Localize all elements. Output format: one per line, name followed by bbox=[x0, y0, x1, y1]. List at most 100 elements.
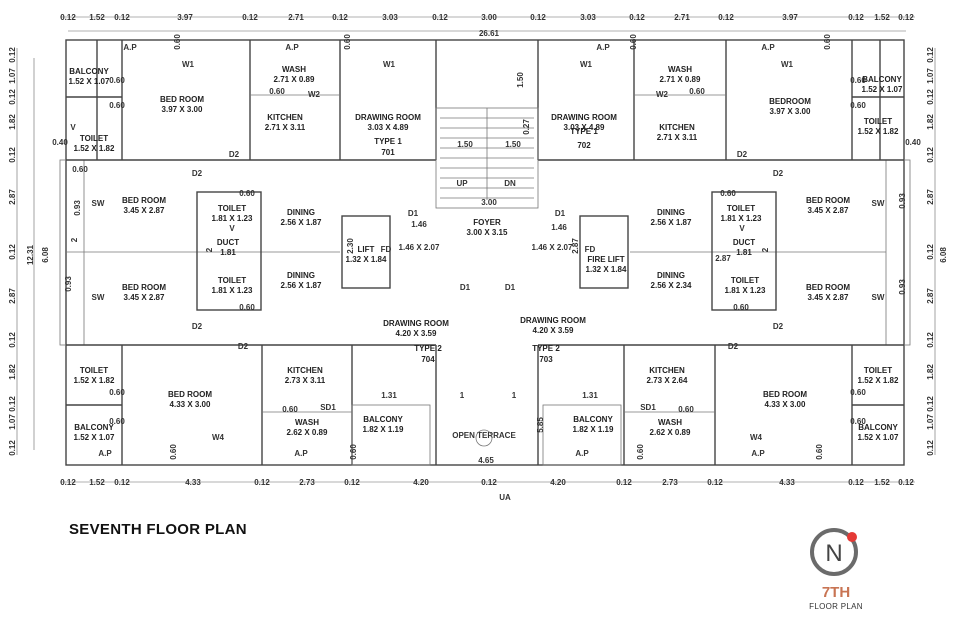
room-name: TOILET bbox=[727, 204, 755, 213]
room-size: 1.81 bbox=[220, 248, 236, 257]
unit-number: 703 bbox=[539, 355, 553, 364]
plan-mark: W4 bbox=[750, 433, 763, 442]
room-size: 2.71 X 0.89 bbox=[660, 75, 701, 84]
bottom-dimension: 1.52 bbox=[89, 478, 105, 487]
left-side-dimension: 0.12 bbox=[8, 47, 17, 63]
right-side-dimension: 0.12 bbox=[926, 89, 935, 105]
balcony-right bbox=[542, 404, 622, 466]
room-size: 2.56 X 1.87 bbox=[281, 281, 322, 290]
right-side-dimension: 1.82 bbox=[926, 364, 935, 380]
toilet-duct-block-right bbox=[711, 191, 777, 311]
room-size: 1.32 X 1.84 bbox=[586, 265, 627, 274]
plan-mark: OPEN TERRACE bbox=[452, 431, 516, 440]
top-dimension: 0.12 bbox=[114, 13, 130, 22]
room-name: KITCHEN bbox=[649, 366, 685, 375]
plan-mark: 2 bbox=[205, 247, 214, 252]
room-size: 4.20 X 3.59 bbox=[396, 329, 437, 338]
plan-mark: 0.27 bbox=[522, 119, 531, 135]
plan-mark: 0.60 bbox=[72, 165, 88, 174]
top-dimension: 0.12 bbox=[898, 13, 914, 22]
room-size: 1.52 X 1.82 bbox=[858, 127, 899, 136]
plan-mark: W1 bbox=[383, 60, 396, 69]
outer-wall bbox=[65, 39, 905, 466]
room-name: DRAWING ROOM bbox=[551, 113, 617, 122]
room-name: BALCONY bbox=[862, 75, 902, 84]
bottom-dimension: 0.12 bbox=[254, 478, 270, 487]
room-name: WASH bbox=[295, 418, 319, 427]
plan-mark: 2.87 bbox=[715, 254, 731, 263]
left-side-dimension: 1.07 bbox=[8, 68, 17, 84]
room-name: DRAWING ROOM bbox=[383, 319, 449, 328]
plan-mark: 0.60 bbox=[850, 76, 866, 85]
plan-mark: A.P bbox=[285, 43, 299, 52]
room-size: 3.03 X 4.89 bbox=[564, 123, 605, 132]
left-side-dimension: 2.87 bbox=[8, 288, 17, 304]
page-title: SEVENTH FLOOR PLAN bbox=[69, 521, 247, 538]
compass-letter: N bbox=[825, 540, 842, 567]
plan-mark: A.P bbox=[761, 43, 775, 52]
right-side-dimension: 0.12 bbox=[926, 244, 935, 260]
bottom-dimension: 0.12 bbox=[707, 478, 723, 487]
plan-mark: D1 bbox=[505, 283, 516, 292]
bottom-dimension: 2.73 bbox=[662, 478, 678, 487]
room-name: BALCONY bbox=[858, 423, 898, 432]
plan-mark: 1.50 bbox=[516, 72, 525, 88]
room-size: 2.62 X 0.89 bbox=[650, 428, 691, 437]
room-name: TOILET bbox=[80, 366, 108, 375]
room-name: BED ROOM bbox=[122, 283, 166, 292]
plan-mark: A.P bbox=[294, 449, 308, 458]
floor-badge: N 7TH FLOOR PLAN bbox=[786, 525, 886, 615]
top-dimension: 1.52 bbox=[89, 13, 105, 22]
plan-mark: D2 bbox=[238, 342, 249, 351]
plan-mark: A.P bbox=[596, 43, 610, 52]
plan-mark: UP bbox=[456, 179, 468, 188]
top-dimension: 2.71 bbox=[674, 13, 690, 22]
left-side-dimension: 0.12 bbox=[8, 440, 17, 456]
left-side-dimension: 1.82 bbox=[8, 114, 17, 130]
plan-mark: W2 bbox=[308, 90, 321, 99]
bottom-dimension: 4.33 bbox=[779, 478, 795, 487]
right-side-dimension: 2.87 bbox=[926, 288, 935, 304]
top-dimension: 3.03 bbox=[580, 13, 596, 22]
left-side-dimension: 2.87 bbox=[8, 189, 17, 205]
room-name: BED ROOM bbox=[168, 390, 212, 399]
room-name: KITCHEN bbox=[659, 123, 695, 132]
plan-mark: 2 bbox=[761, 247, 770, 252]
top-dimension: 0.12 bbox=[530, 13, 546, 22]
plan-mark: SW bbox=[92, 199, 105, 208]
room-size: 1.81 X 1.23 bbox=[721, 214, 762, 223]
left-side-dimension: 0.12 bbox=[8, 89, 17, 105]
room-name: DUCT bbox=[217, 238, 239, 247]
room-name: BED ROOM bbox=[806, 283, 850, 292]
bottom-dimension: 4.20 bbox=[550, 478, 566, 487]
side-total-dimension: 12.31 bbox=[26, 244, 35, 265]
room-size: 3.45 X 2.87 bbox=[124, 206, 165, 215]
plan-mark: 1.46 X 2.07 bbox=[399, 243, 440, 252]
top-dimension: 0.12 bbox=[332, 13, 348, 22]
plan-mark: W1 bbox=[580, 60, 593, 69]
bottom-center-dimension: 4.65 bbox=[478, 456, 494, 465]
room-name: BED ROOM bbox=[160, 95, 204, 104]
plan-mark: 2 bbox=[70, 237, 79, 242]
balcony-left bbox=[351, 404, 431, 466]
right-side-dimension: 0.12 bbox=[926, 147, 935, 163]
left-side-dimension: 0.12 bbox=[8, 396, 17, 412]
plan-mark: 1 bbox=[512, 391, 517, 400]
plan-mark: W2 bbox=[656, 90, 669, 99]
top-dimension: 0.12 bbox=[242, 13, 258, 22]
plan-mark: FD bbox=[585, 245, 596, 254]
room-size: 1.52 X 1.07 bbox=[858, 433, 899, 442]
room-name: BED ROOM bbox=[763, 390, 807, 399]
bottom-dimension: 0.12 bbox=[114, 478, 130, 487]
top-dimension: 3.00 bbox=[481, 13, 497, 22]
room-size: 1.52 X 1.82 bbox=[858, 376, 899, 385]
room-size: 3.00 X 3.15 bbox=[467, 228, 508, 237]
room-name: DINING bbox=[657, 271, 685, 280]
plan-mark: 0.60 bbox=[343, 34, 352, 50]
plan-mark: W4 bbox=[212, 433, 225, 442]
bottom-dimension: 4.33 bbox=[185, 478, 201, 487]
unit-number: 704 bbox=[421, 355, 435, 364]
unit-type: TYPE 2 bbox=[532, 344, 560, 353]
room-size: 3.97 X 3.00 bbox=[770, 107, 811, 116]
